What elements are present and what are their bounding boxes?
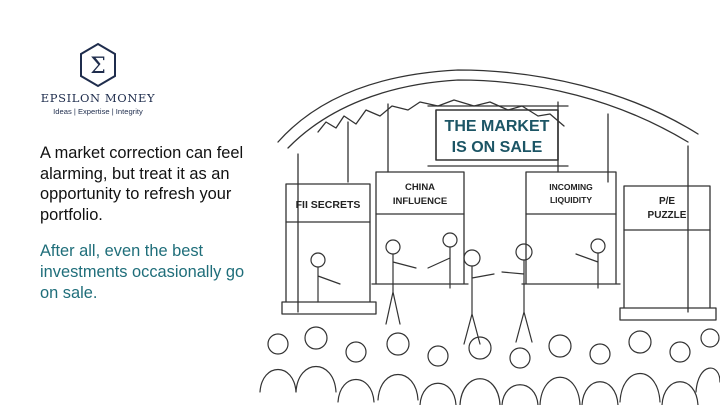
left-panel: Σ EPSILON MONEY Ideas | Expertise | Inte… — [0, 0, 255, 405]
stall-fii-label: FII SECRETS — [296, 199, 361, 211]
copy-block: A market correction can feel alarming, b… — [40, 143, 252, 303]
market-sketch: THE MARKET IS ON SALE FII SECRETS CHINA … — [259, 69, 720, 405]
intro-paragraph: A market correction can feel alarming, b… — [40, 144, 244, 224]
stall-china-label-1: CHINA — [405, 182, 435, 193]
stall-liquidity-label-2: LIQUIDITY — [550, 195, 592, 205]
stall-china-label-2: INFLUENCE — [393, 196, 447, 207]
highlight-paragraph: After all, even the best investments occ… — [40, 242, 245, 302]
banner-line-1: THE MARKET — [445, 118, 550, 135]
banner-line-2: IS ON SALE — [452, 139, 543, 156]
brand-logo: Σ EPSILON MONEY Ideas | Expertise | Inte… — [40, 42, 156, 116]
epsilon-hexagon-icon: Σ — [80, 42, 116, 88]
brand-name: EPSILON MONEY — [40, 91, 156, 105]
stall-pe-label-1: P/E — [659, 196, 675, 207]
hall-arch — [277, 69, 699, 143]
main-banner-frame — [435, 109, 559, 161]
logo-glyph: Σ — [90, 54, 106, 79]
market-sale-illustration: THE MARKET IS ON SALE FII SECRETS CHINA … — [258, 62, 720, 405]
stall-liquidity-label-1: INCOMING — [549, 182, 593, 192]
brand-tagline: Ideas | Expertise | Integrity — [53, 107, 143, 116]
stall-pe-label-2: PUZZLE — [648, 210, 687, 221]
